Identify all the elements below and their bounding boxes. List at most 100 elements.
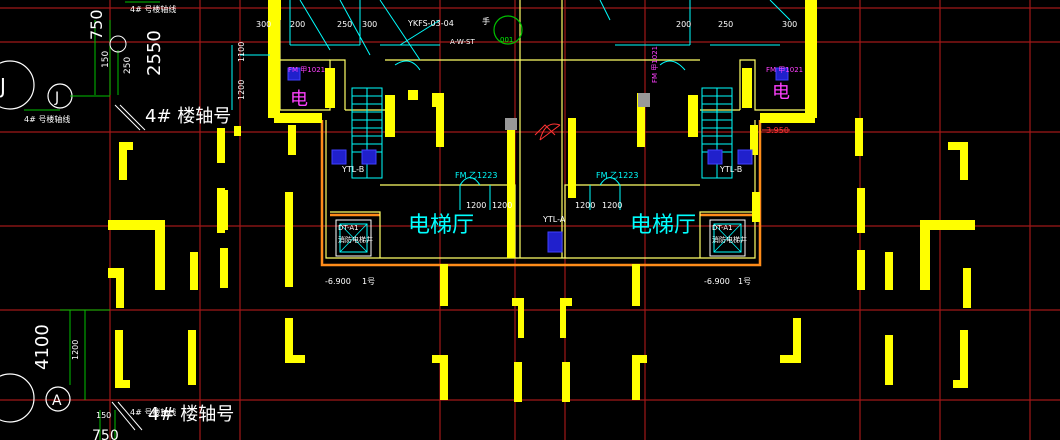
column xyxy=(960,142,968,180)
elevator-shaft-right xyxy=(709,219,746,257)
column xyxy=(632,264,640,306)
axis-label-partial: J xyxy=(0,74,6,98)
dim-1200-vert: 1200 xyxy=(237,80,246,100)
column xyxy=(920,220,930,290)
column xyxy=(278,0,281,20)
dim-300-mid-left: 300 xyxy=(362,20,377,29)
column xyxy=(432,355,447,363)
column xyxy=(325,68,335,108)
dim-250-left: 250 xyxy=(123,57,133,74)
column xyxy=(115,330,123,385)
dim-250-right: 250 xyxy=(718,20,733,29)
dim-750-top: 750 xyxy=(87,9,106,40)
column xyxy=(440,355,448,400)
axis-bubble-large xyxy=(0,373,35,423)
reference-circle-marker xyxy=(493,15,523,45)
top-cyan-details xyxy=(231,0,791,110)
label-door-fm-left: FM 乙1223 xyxy=(455,171,497,180)
label-elevation-marker: 3.950 xyxy=(766,126,789,135)
label-circle-note: 001 xyxy=(500,36,513,44)
column xyxy=(385,95,395,137)
axis-bubble-a xyxy=(45,386,71,412)
column xyxy=(274,113,322,123)
label-door-fm-top-left: FM 甲1021 xyxy=(288,66,325,74)
label-door-fm-top-right: FM 甲1021 xyxy=(766,66,803,74)
column xyxy=(408,90,418,100)
column xyxy=(780,355,800,363)
room-labels: 电梯厅 电梯厅 电 电 FM 乙1223 FM 乙1223 FM 甲1021 F… xyxy=(288,16,803,286)
column xyxy=(268,0,280,118)
column-gray xyxy=(638,93,650,107)
column xyxy=(948,142,968,150)
column xyxy=(885,335,893,385)
axis-note-bottom: 4# 楼轴号 xyxy=(148,404,234,425)
column xyxy=(218,190,228,230)
column xyxy=(960,330,968,385)
door-swings xyxy=(394,60,686,210)
column xyxy=(217,128,225,163)
column xyxy=(562,362,570,402)
column xyxy=(688,95,698,137)
axis-bubble-partial xyxy=(0,60,35,110)
dim-4100: 4100 xyxy=(32,324,53,370)
axis-label-a: A xyxy=(52,393,62,409)
label-hand: 手 xyxy=(482,16,490,26)
label-level-right: -6.900 xyxy=(704,277,730,286)
column xyxy=(760,113,815,123)
label-elec-right: 电 xyxy=(772,82,790,103)
column xyxy=(560,298,566,338)
axis-label-j: J xyxy=(54,90,59,106)
axis-bubble-small xyxy=(109,35,127,53)
dim-1100: 1100 xyxy=(237,42,246,62)
label-level-note-left: 1号 xyxy=(362,277,375,286)
column xyxy=(188,330,196,385)
label-pit-left: 消防电梯井 xyxy=(338,235,373,244)
inner-walls xyxy=(270,0,811,259)
small-note-top: 4# 号楼轴线 xyxy=(130,4,176,14)
structural-columns xyxy=(108,0,975,402)
column xyxy=(885,252,893,290)
column xyxy=(234,126,241,136)
left-axis-area: J J A 750 150 250 2550 4100 1200 150 7 xyxy=(0,1,234,440)
column xyxy=(568,118,576,198)
column xyxy=(632,355,640,400)
dim-1200-left: 1200 xyxy=(71,340,80,360)
label-door-fm-vertical: FM 甲1021 xyxy=(651,46,659,83)
column xyxy=(116,268,124,308)
dim-1200-d: 1200 xyxy=(602,201,622,210)
column xyxy=(805,0,817,118)
column xyxy=(855,118,863,156)
column xyxy=(288,125,296,155)
label-elevator-hall-right: 电梯厅 xyxy=(630,213,696,238)
column xyxy=(440,264,448,306)
small-note-j: 4# 号楼轴线 xyxy=(24,114,70,124)
column xyxy=(857,250,865,290)
label-ytl-a: YTL-A xyxy=(542,215,566,224)
dim-150-bottom: 150 xyxy=(96,411,111,420)
dim-1200-c: 1200 xyxy=(575,201,595,210)
elevator-shaft-left xyxy=(335,219,372,257)
building-outline xyxy=(320,120,762,267)
stair-left xyxy=(351,87,383,179)
column xyxy=(752,192,760,222)
column xyxy=(920,220,975,230)
equipment-blocks xyxy=(287,67,789,253)
dim-250-left: 250 xyxy=(337,20,352,29)
label-pit-right: 消防电梯井 xyxy=(712,235,747,244)
column xyxy=(742,68,752,108)
dim-300-right: 300 xyxy=(782,20,797,29)
column xyxy=(108,268,116,278)
column-gray xyxy=(505,118,517,130)
column xyxy=(432,93,444,107)
label-ref-code-small: A-W-ST xyxy=(450,38,475,46)
column xyxy=(108,220,163,230)
dim-200-right: 200 xyxy=(676,20,691,29)
dim-1200-a: 1200 xyxy=(466,201,486,210)
column xyxy=(518,298,524,338)
column xyxy=(514,362,522,402)
label-ytl-b-left: YTL-B xyxy=(341,165,364,174)
column xyxy=(507,130,515,258)
column xyxy=(115,380,130,388)
